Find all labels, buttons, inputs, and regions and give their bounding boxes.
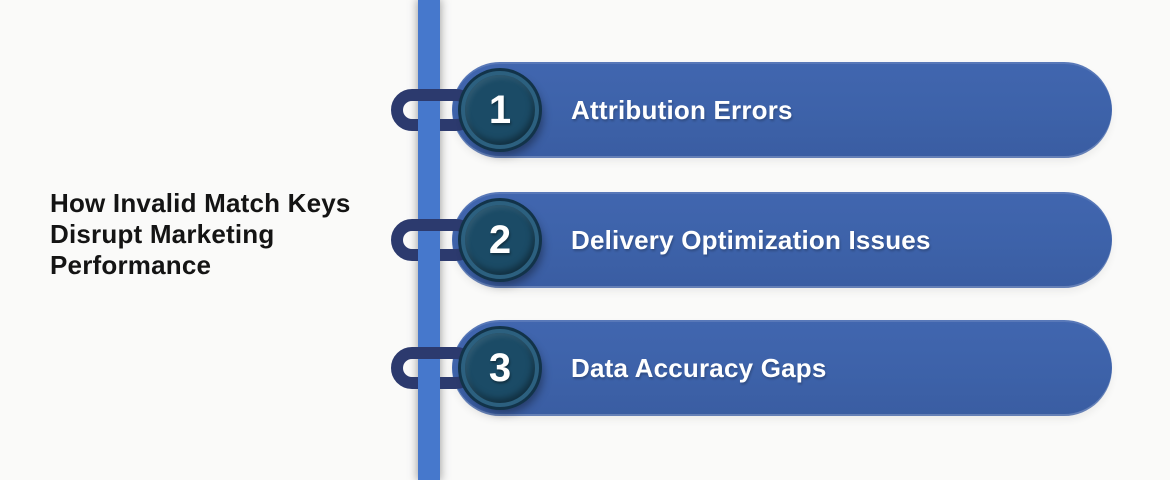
chain-link-icon: [391, 89, 477, 131]
step-number-badge: 3: [461, 329, 539, 407]
step-number-badge: 1: [461, 71, 539, 149]
step-label: Delivery Optimization Issues: [571, 225, 931, 255]
page-title-line: How Invalid Match Keys: [50, 188, 351, 218]
step-number: 1: [488, 87, 512, 132]
rod-overlap-patch: [418, 248, 440, 262]
step-pill: [452, 192, 1112, 288]
step-number: 3: [488, 345, 512, 390]
page-title-line: Disrupt Marketing: [50, 219, 275, 249]
step-number-badge: 2: [461, 201, 539, 279]
step-label: Attribution Errors: [571, 95, 793, 125]
step-label: Data Accuracy Gaps: [571, 353, 827, 383]
step-number: 2: [488, 217, 512, 262]
step-pill: [452, 62, 1112, 158]
page-title: How Invalid Match Keys Disrupt Marketing…: [50, 188, 351, 281]
step-pill: [452, 320, 1112, 416]
rod-overlap-patch: [418, 118, 440, 132]
page-title-line: Performance: [50, 250, 212, 280]
rod-overlap-patch: [418, 376, 440, 390]
